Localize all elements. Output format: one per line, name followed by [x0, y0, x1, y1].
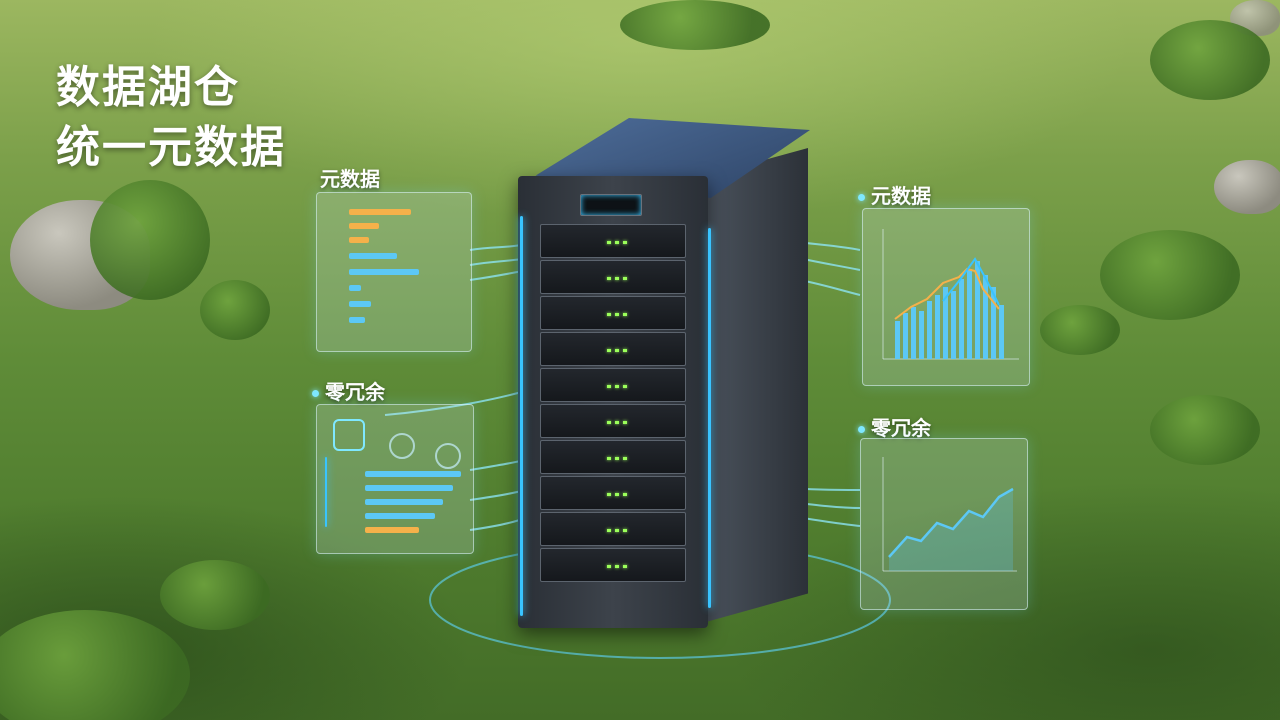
chart-bar [911, 307, 916, 359]
plant-top-right [1150, 20, 1270, 100]
tower-side-panel [706, 148, 808, 622]
chart-bar [951, 291, 956, 359]
redundancy-panel [316, 404, 474, 554]
plant-left-2 [200, 280, 270, 340]
rack-unit [540, 548, 686, 582]
chart-line-blue [942, 257, 1000, 306]
table-bar [349, 253, 397, 259]
tower-display [580, 194, 642, 216]
rack-unit [540, 368, 686, 402]
tower-front [518, 176, 708, 628]
table-bar [349, 237, 369, 243]
plant-left-1 [90, 180, 210, 300]
progress-bar [365, 485, 453, 491]
rack-unit [540, 512, 686, 546]
panel-title-text: 零冗余 [325, 380, 385, 404]
chart-line-orange [894, 267, 1000, 320]
node-icon [435, 443, 461, 469]
rack-unit [540, 332, 686, 366]
metadata-chart-panel [862, 208, 1030, 386]
plant-right-2 [1150, 395, 1260, 465]
plant-top [620, 0, 770, 50]
chart-bar [903, 313, 908, 359]
panel-accent-line [325, 457, 327, 527]
tower-light-strip-right [708, 228, 711, 608]
plant-right-1 [1100, 230, 1240, 320]
bullet-dot [858, 426, 865, 433]
table-bar [349, 223, 379, 229]
chart-bar [983, 275, 988, 359]
panel-title-text: 元数据 [320, 167, 380, 191]
bullet-dot [312, 390, 319, 397]
panel-title-text: 元数据 [871, 184, 931, 208]
table-bar [349, 301, 371, 307]
chart-bar [999, 305, 1004, 359]
rack-unit [540, 404, 686, 438]
table-bar [349, 269, 419, 275]
progress-bar [365, 471, 461, 477]
tower-light-strip-left [520, 216, 523, 616]
progress-bar [365, 527, 419, 533]
table-bar [349, 317, 365, 323]
panel-title-metadata-right: 元数据 [858, 180, 931, 209]
rack-unit [540, 440, 686, 474]
server-tower [518, 118, 810, 630]
rack-unit [540, 476, 686, 510]
bullet-dot [858, 194, 865, 201]
chart-bar [927, 301, 932, 359]
chart-bar [959, 279, 964, 359]
panel-title-redundancy-right: 零冗余 [858, 412, 931, 441]
chart-bar [967, 269, 972, 359]
headline: 数据湖仓 统一元数据 [56, 58, 286, 178]
headline-line-2: 统一元数据 [56, 122, 286, 173]
chart-bar [919, 311, 924, 359]
node-icon [389, 433, 415, 459]
chart-bar [895, 321, 900, 359]
bar-line-chart [882, 229, 1019, 360]
plant-left-3 [160, 560, 270, 630]
headline-line-1: 数据湖仓 [56, 62, 240, 113]
table-bar [349, 285, 361, 291]
metadata-table-panel [316, 192, 472, 352]
chart-line [888, 487, 1014, 558]
panel-title-redundancy-left: 零冗余 [312, 376, 385, 405]
rack-unit [540, 260, 686, 294]
chart-bar [975, 261, 980, 359]
chart-bar [991, 287, 996, 359]
area-line-chart [882, 457, 1017, 572]
rock-right [1214, 160, 1280, 214]
chart-area [889, 489, 1013, 571]
plant-right-3 [1040, 305, 1120, 355]
panel-title-text: 零冗余 [871, 416, 931, 440]
progress-bar [365, 513, 435, 519]
progress-bar [365, 499, 443, 505]
panel-title-metadata-left: 元数据 [320, 163, 380, 192]
redundancy-chart-panel [860, 438, 1028, 610]
rack-unit [540, 224, 686, 258]
chart-bar [943, 287, 948, 359]
plant-bottom-left [0, 610, 190, 720]
database-icon [333, 419, 365, 451]
table-bar [349, 209, 411, 215]
chart-bar [935, 295, 940, 359]
rack-unit [540, 296, 686, 330]
